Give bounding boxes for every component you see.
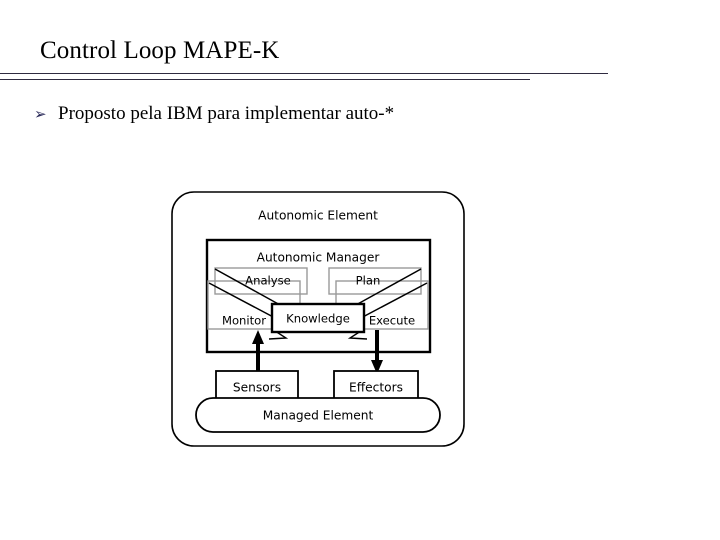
plan-label: Plan (356, 274, 381, 288)
arrowhead-bullet-icon: ➢ (34, 105, 47, 123)
bullet-list-item: ➢ Proposto pela IBM para implementar aut… (34, 103, 394, 125)
knowledge-box (270, 302, 366, 334)
bullet-item-label: Proposto pela IBM para implementar auto-… (58, 103, 395, 124)
title-divider-upper (0, 73, 608, 74)
title-divider-lower (0, 79, 530, 80)
sensors-label: Sensors (233, 381, 281, 395)
execute-to-effectors-arrow (371, 330, 383, 374)
autonomic-element-label: Autonomic Element (258, 209, 378, 223)
managed-element-label: Managed Element (263, 409, 374, 423)
managed-element-box (195, 397, 441, 433)
monitor-label: Monitor (222, 314, 266, 328)
page-title: Control Loop MAPE-K (40, 37, 280, 64)
mape-k-diagram: Autonomic Element Autonomic Manager Anal… (168, 188, 468, 452)
execute-label: Execute (369, 314, 415, 328)
sensors-to-monitor-arrow (252, 330, 264, 371)
analyse-label: Analyse (245, 274, 291, 288)
autonomic-manager-box (205, 238, 432, 354)
knowledge-label: Knowledge (286, 312, 350, 326)
effectors-label: Effectors (349, 381, 403, 395)
autonomic-manager-label: Autonomic Manager (257, 251, 381, 265)
